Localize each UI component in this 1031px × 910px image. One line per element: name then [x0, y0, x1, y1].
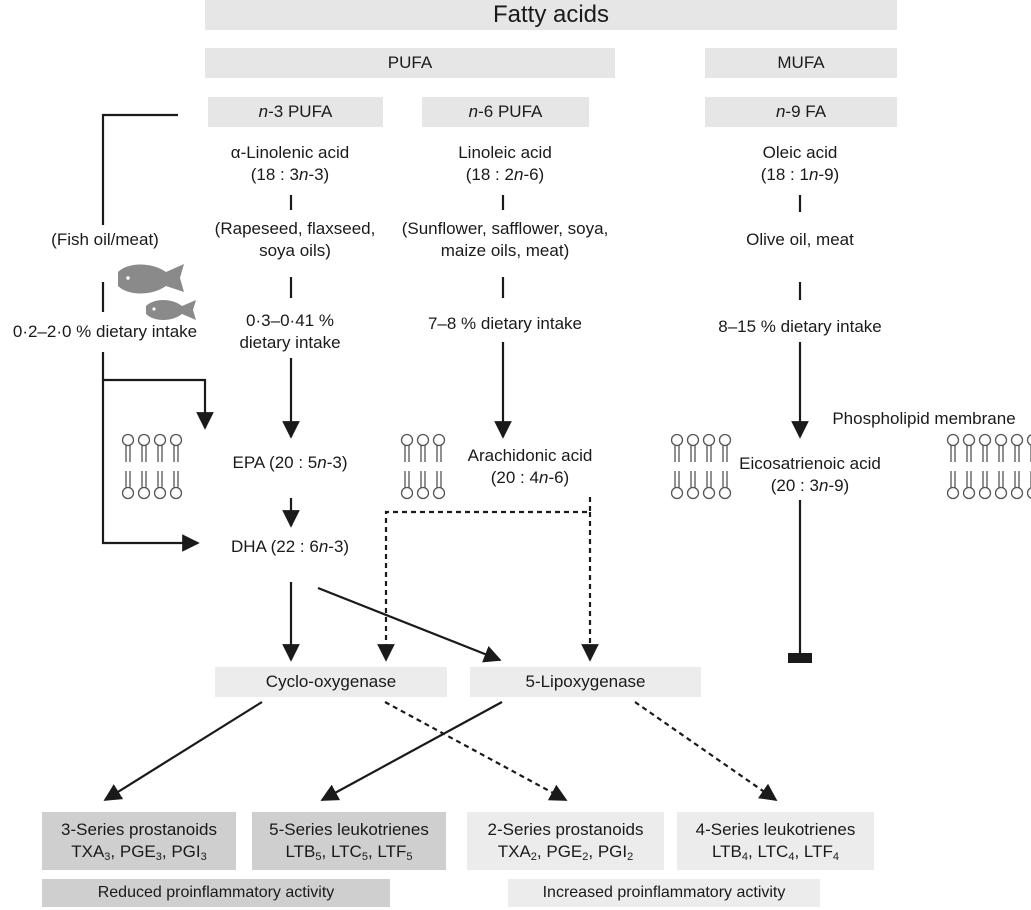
lipid-head — [1026, 434, 1031, 446]
lipid-head — [718, 433, 732, 447]
lipoxygenase-box: 5-Lipoxygenase — [470, 667, 701, 697]
cox-to-3series-arrow — [103, 701, 263, 801]
dha-to-lox-arrow — [317, 586, 502, 663]
lipid-head — [686, 486, 700, 500]
lipid-head — [137, 433, 151, 447]
lipid-head — [994, 486, 1008, 500]
lipid-head — [169, 486, 183, 500]
lipid-head — [718, 486, 732, 500]
lipid-head — [400, 433, 414, 447]
lipid-head — [416, 486, 430, 500]
epa: EPA (20 : 5n-3) — [232, 453, 348, 472]
lipid-head — [994, 433, 1008, 447]
lipid-head — [153, 486, 167, 500]
lipid-head — [962, 486, 976, 500]
series5-leukotrienes-box: 5-Series leukotrienes LTB5, LTC5, LTF5 — [252, 812, 446, 870]
lipid-head — [416, 433, 430, 447]
series3-prostanoids-box: 3-Series prostanoids TXA3, PGE3, PGI3 — [42, 812, 236, 870]
lox-to-5series-arrow — [320, 701, 503, 801]
alpha-linolenic-acid: α-Linolenic acid (18 : 3n-3) — [230, 143, 350, 184]
increased-activity-label: Increased proinflammatory activity — [508, 879, 820, 907]
fish-intake: 0·2–2·0 % dietary intake — [12, 322, 198, 341]
oleic-acid: Oleic acid (18 : 1n-9) — [760, 143, 840, 184]
lipid-head — [670, 433, 684, 447]
lipid-head — [978, 433, 992, 447]
cox-to-2series-dashed-arrow — [384, 701, 568, 801]
lipid-head — [121, 486, 135, 500]
lipid-head — [432, 433, 446, 447]
lipid-head — [121, 433, 135, 447]
lipid-head — [432, 486, 446, 500]
lipid-head — [169, 433, 183, 447]
n9-sources: Olive oil, meat — [746, 230, 854, 249]
lipid-head — [978, 486, 992, 500]
fish-bracket-line — [101, 113, 178, 225]
n9-intake: 8–15 % dietary intake — [718, 317, 882, 336]
n6-intake: 7–8 % dietary intake — [427, 314, 583, 333]
n3-intake: 0·3–0·41 % dietary intake — [239, 311, 341, 352]
lipid-head — [670, 486, 684, 500]
lipid-head — [702, 486, 716, 500]
lox-to-4series-dashed-arrow — [634, 701, 778, 802]
lipid-head — [400, 486, 414, 500]
lipid-head — [946, 486, 960, 500]
n6-sources: (Sunflower, safflower, soya, maize oils,… — [401, 219, 609, 260]
n9-fa-header: n-9 FA — [705, 97, 897, 127]
arachidonic-acid: Arachidonic acid (20 : 4n-6) — [467, 446, 593, 487]
series2-prostanoids-box: 2-Series prostanoids TXA2, PGE2, PGI2 — [467, 812, 664, 870]
reduced-activity-label: Reduced proinflammatory activity — [42, 879, 390, 907]
lipid-head — [962, 433, 976, 447]
pufa-header: PUFA — [205, 48, 615, 78]
series4-leukotrienes-box: 4-Series leukotrienes LTB4, LTC4, LTF4 — [677, 812, 874, 870]
cyclo-oxygenase-box: Cyclo-oxygenase — [215, 667, 447, 697]
lipid-head — [1026, 487, 1031, 499]
diagram-title: Fatty acids — [492, 1, 610, 28]
aa-to-cox-dashed-arrow — [377, 497, 592, 662]
dha: DHA (22 : 6n-3) — [230, 537, 350, 556]
lipid-head — [137, 486, 151, 500]
lipid-head — [946, 433, 960, 447]
mufa-header: MUFA — [705, 48, 897, 78]
lipid-head — [1010, 433, 1024, 447]
linoleic-acid: Linoleic acid (18 : 2n-6) — [458, 143, 552, 184]
n3-sources: (Rapeseed, flaxseed, soya oils) — [214, 219, 376, 260]
membrane-label: Phospholipid membrane — [832, 409, 1016, 428]
fish-to-epa-arrow — [101, 352, 214, 430]
fish-to-dha-arrow — [101, 380, 200, 552]
inhibition-bar — [788, 653, 812, 663]
lipid-head — [153, 433, 167, 447]
lipid-head — [1010, 486, 1024, 500]
n6-pufa-header: n-6 PUFA — [422, 97, 589, 127]
fish-source: (Fish oil/meat) — [51, 230, 159, 249]
fish-icon — [118, 264, 196, 320]
lipid-head — [702, 433, 716, 447]
lipid-head — [686, 433, 700, 447]
eicosatrienoic-acid: Eicosatrienoic acid (20 : 3n-9) — [739, 454, 881, 495]
title-box: Fatty acids — [205, 0, 897, 30]
n3-pufa-header: n-3 PUFA — [208, 97, 383, 127]
phospholipid-membranes — [121, 433, 1031, 500]
